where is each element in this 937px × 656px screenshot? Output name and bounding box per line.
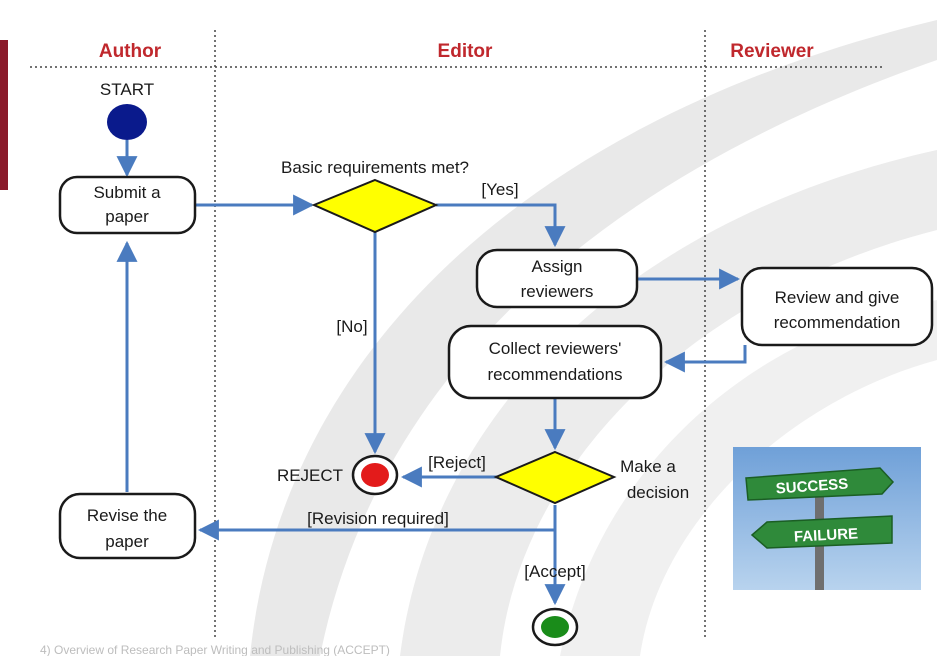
- submit-line-1: Submit a: [93, 183, 161, 202]
- collect-line-2: recommendations: [487, 365, 622, 384]
- collect-line-1: Collect reviewers': [489, 339, 622, 358]
- edge-label-accept: [Accept]: [524, 562, 585, 581]
- success-failure-signpost-image: SUCCESS FAILURE: [733, 447, 921, 590]
- revise-line-2: paper: [105, 532, 149, 551]
- reject-label: REJECT: [277, 466, 343, 485]
- edge-label-no: [No]: [336, 317, 367, 336]
- decision-line-2: decision: [627, 483, 689, 502]
- edge-label-yes: [Yes]: [481, 180, 518, 199]
- flow-review-to-collect: [663, 345, 747, 373]
- start-label: START: [100, 80, 154, 99]
- assign-reviewers-node: [475, 248, 639, 309]
- review-line-2: recommendation: [774, 313, 901, 332]
- decision-line-1: Make a: [620, 457, 676, 476]
- revise-paper-node: [58, 492, 197, 560]
- footnote-text: 4) Overview of Research Paper Writing an…: [40, 643, 390, 656]
- edge-label-revision: [Revision required]: [307, 509, 449, 528]
- start-node: [107, 104, 147, 140]
- lane-title-editor: Editor: [438, 41, 493, 62]
- flow-arrows: [116, 140, 747, 606]
- lane-title-author: Author: [99, 41, 162, 62]
- basic-requirements-decision: [311, 178, 439, 234]
- signpost-failure-sign: [750, 515, 893, 549]
- lane-title-reviewer: Reviewer: [730, 41, 814, 62]
- signpost-success-text: SUCCESS: [775, 475, 849, 497]
- make-decision-node: [493, 450, 617, 505]
- edge-label-reject: [Reject]: [428, 453, 486, 472]
- review-recommendation-node: [740, 266, 934, 347]
- reject-end-fill: [361, 463, 389, 487]
- review-line-1: Review and give: [775, 288, 900, 307]
- assign-line-1: Assign: [531, 257, 582, 276]
- signpost-failure-text: FAILURE: [794, 525, 859, 545]
- collect-recommendations-node: [447, 324, 663, 400]
- revise-line-1: Revise the: [87, 506, 167, 525]
- accept-end-fill: [541, 616, 569, 638]
- assign-line-2: reviewers: [521, 282, 594, 301]
- submit-paper-node: [58, 175, 197, 235]
- signpost-success-sign: [745, 467, 895, 501]
- submit-line-2: paper: [105, 207, 149, 226]
- basic-requirements-label: Basic requirements met?: [281, 158, 469, 177]
- flow-yes: [436, 203, 566, 248]
